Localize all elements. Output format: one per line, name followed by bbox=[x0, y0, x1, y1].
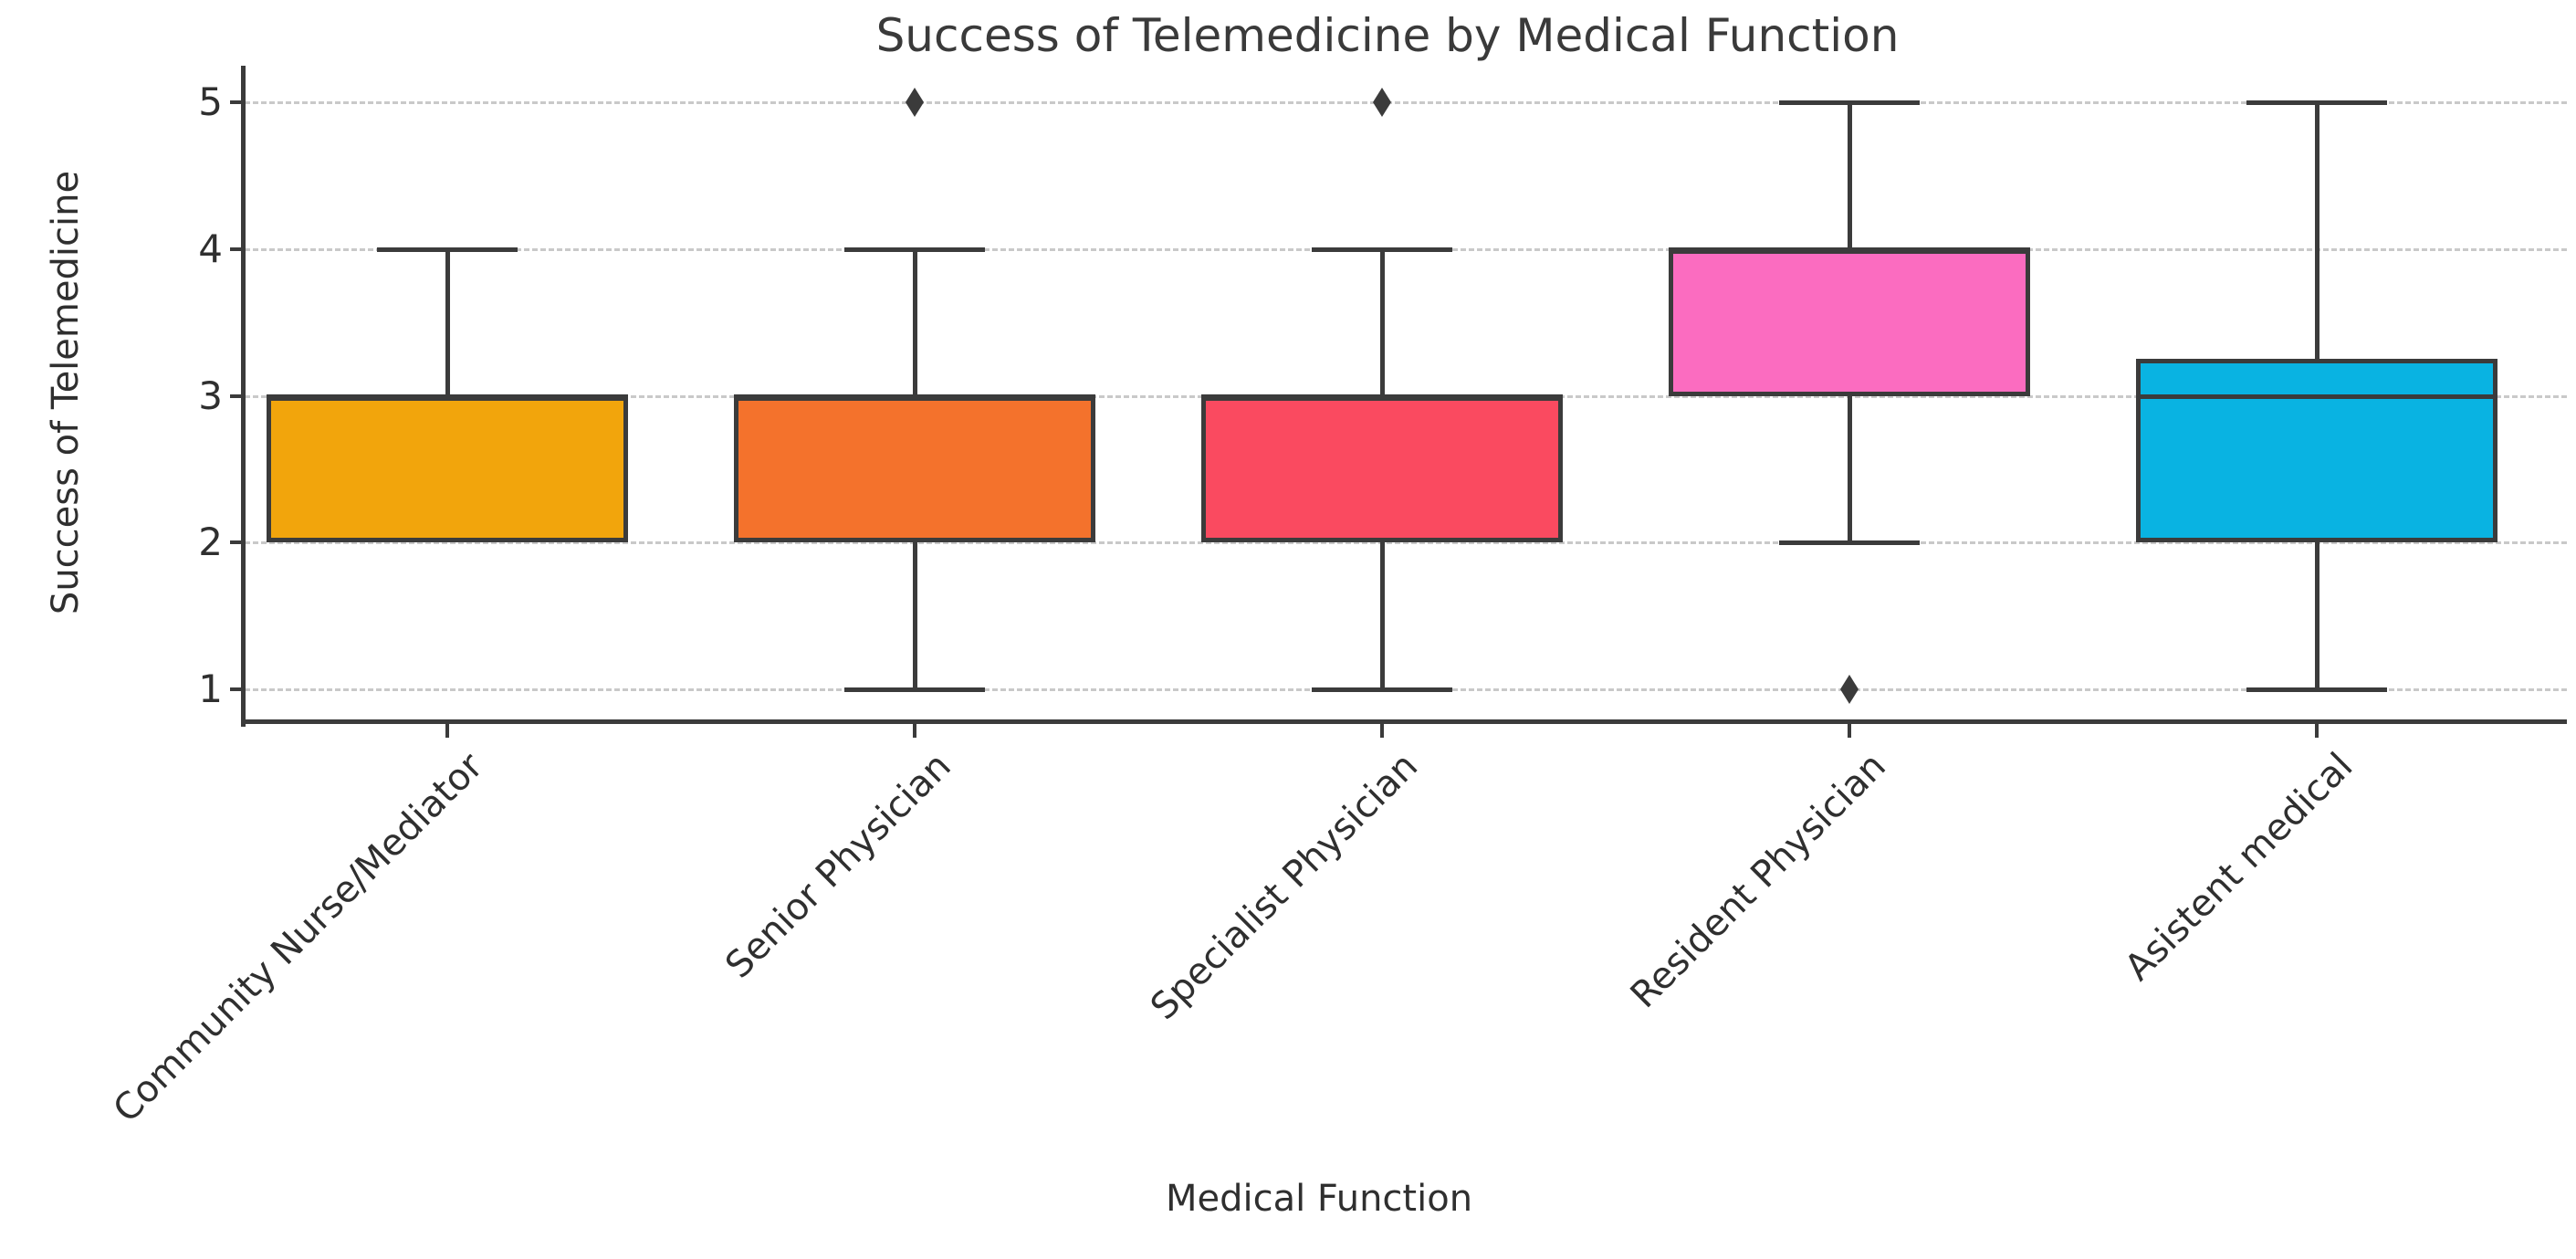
y-tick-mark bbox=[230, 687, 245, 691]
lower-whisker-cap bbox=[844, 687, 985, 692]
y-gridline bbox=[245, 541, 2567, 545]
median-line bbox=[267, 393, 628, 399]
x-tick-mark bbox=[1848, 723, 1851, 738]
x-tick-mark bbox=[1380, 723, 1384, 738]
chart-title: Success of Telemedicine by Medical Funct… bbox=[875, 9, 1900, 62]
lower-whisker-line bbox=[913, 542, 917, 689]
y-tick-mark bbox=[230, 100, 245, 104]
box-4 bbox=[1669, 248, 2030, 396]
y-tick-label: 1 bbox=[198, 666, 223, 711]
upper-whisker-line bbox=[1380, 248, 1385, 396]
x-tick-mark bbox=[2315, 723, 2319, 738]
box-3 bbox=[1201, 395, 1563, 543]
y-gridline bbox=[245, 101, 2567, 104]
box-1 bbox=[267, 395, 628, 543]
y-tick-mark bbox=[230, 247, 245, 251]
upper-whisker-line bbox=[445, 248, 450, 396]
y-tick-label: 4 bbox=[198, 226, 223, 271]
box-5 bbox=[2136, 359, 2497, 543]
y-tick-mark bbox=[230, 540, 245, 545]
median-line bbox=[1669, 247, 2030, 252]
lower-whisker-line bbox=[1380, 542, 1385, 689]
x-axis-spine bbox=[241, 719, 2567, 724]
upper-whisker-cap bbox=[377, 247, 518, 252]
x-tick-label: Community Nurse/Mediator bbox=[105, 745, 492, 1131]
median-line bbox=[734, 393, 1095, 399]
upper-whisker-cap bbox=[1779, 100, 1920, 105]
x-axis-label: Medical Function bbox=[1165, 1178, 1473, 1220]
lower-whisker-line bbox=[1848, 395, 1852, 543]
x-tick-label: Senior Physician bbox=[717, 745, 959, 987]
median-line bbox=[2136, 393, 2497, 399]
upper-whisker-cap bbox=[2246, 100, 2387, 105]
x-tick-label: Resident Physician bbox=[1622, 745, 1894, 1017]
y-tick-mark bbox=[230, 393, 245, 398]
upper-whisker-line bbox=[2315, 102, 2319, 360]
upper-whisker-line bbox=[913, 248, 917, 396]
y-tick-label: 2 bbox=[198, 519, 223, 565]
lower-whisker-cap bbox=[1779, 540, 1920, 546]
x-tick-mark bbox=[913, 723, 916, 738]
outlier-diamond-icon bbox=[1840, 675, 1859, 704]
upper-whisker-line bbox=[1848, 102, 1852, 249]
y-tick-label: 3 bbox=[198, 372, 223, 418]
outlier-diamond-icon bbox=[906, 88, 924, 117]
lower-whisker-cap bbox=[1312, 687, 1452, 692]
x-tick-label: Asistent medical bbox=[2117, 745, 2361, 990]
lower-whisker-line bbox=[2315, 542, 2319, 689]
upper-whisker-cap bbox=[844, 247, 985, 252]
median-line bbox=[1201, 393, 1563, 399]
x-tick-mark bbox=[445, 723, 449, 738]
outlier-diamond-icon bbox=[1373, 88, 1391, 117]
upper-whisker-cap bbox=[1312, 247, 1452, 252]
lower-whisker-cap bbox=[2246, 687, 2387, 692]
box-2 bbox=[734, 395, 1095, 543]
x-tick-label: Specialist Physician bbox=[1143, 745, 1427, 1029]
y-axis-spine bbox=[241, 66, 246, 727]
y-tick-label: 5 bbox=[198, 79, 223, 124]
